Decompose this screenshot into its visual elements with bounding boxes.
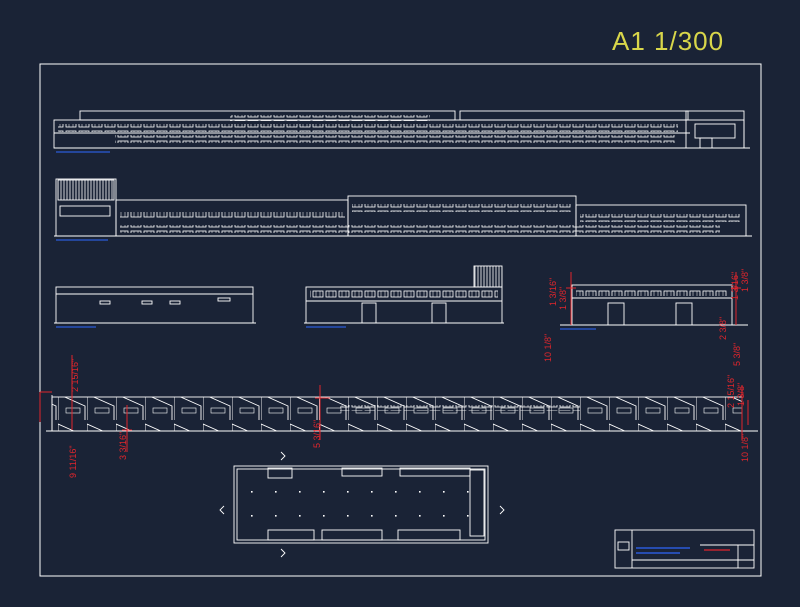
section-a-dimensions bbox=[566, 272, 741, 325]
dim-a-left-mid: 1 3/16" bbox=[548, 278, 558, 306]
elevation-east bbox=[54, 286, 256, 328]
dim-a-left-top: 1 3/8" bbox=[558, 287, 568, 310]
dim-b-left-low: 3 3/16" bbox=[118, 432, 128, 460]
sheet-border bbox=[39, 63, 762, 577]
dim-a-right-mid: 1 3/16" bbox=[730, 272, 740, 300]
dim-b-mid: 5 3/16" bbox=[312, 420, 322, 448]
dim-b-right-mid: 1 3/8" bbox=[736, 383, 746, 406]
dim-b-right-top: 2 15/16" bbox=[726, 375, 736, 408]
dim-a-right-low: 5 3/8" bbox=[732, 343, 742, 366]
elevation-west bbox=[304, 265, 504, 328]
dim-a-left-bot: 10 1/8" bbox=[543, 334, 553, 362]
section-b bbox=[46, 395, 758, 432]
dim-a-right-top: 1 3/8" bbox=[740, 269, 750, 292]
dim-a-right-bot: 2 3/8" bbox=[718, 317, 728, 340]
elevation-south bbox=[54, 178, 752, 241]
dim-b-top: 2 15/16" bbox=[70, 359, 80, 392]
sheet-scale-title: A1 1/300 bbox=[612, 26, 725, 56]
elevation-north bbox=[53, 110, 750, 153]
floor-plan bbox=[219, 451, 505, 558]
dim-b-right-bot: 10 1/8" bbox=[740, 434, 750, 462]
section-b-dimensions bbox=[39, 355, 749, 452]
dim-b-left-bot: 9 11/16" bbox=[68, 445, 78, 478]
section-a bbox=[560, 284, 748, 330]
title-block bbox=[614, 529, 755, 569]
